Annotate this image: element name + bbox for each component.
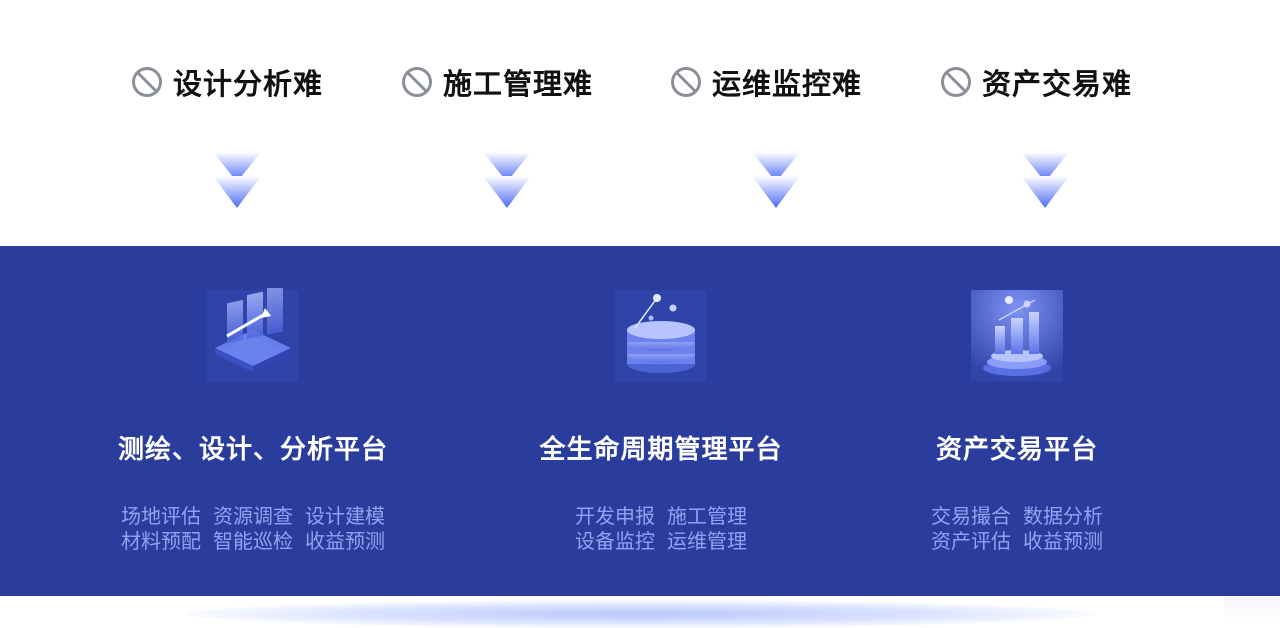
feature-row: 设备监控 运维管理	[575, 529, 747, 554]
feature-item: 交易撮合	[931, 504, 1011, 528]
double-chevron-down-icon	[752, 152, 800, 208]
bottom-glow	[185, 600, 1095, 628]
feature-list: 交易撮合 数据分析 资产评估 收益预测	[807, 504, 1227, 554]
design-layers-icon	[207, 288, 299, 382]
feature-item: 材料预配	[121, 529, 201, 553]
feature-row: 材料预配 智能巡检 收益预测	[121, 529, 385, 554]
problem-label: 资产交易难	[982, 67, 1133, 101]
problem-row: 设计分析难 施工管理难 运维监控难 资产交易难	[0, 0, 1280, 246]
database-stack-icon	[615, 290, 707, 382]
feature-list: 开发申报 施工管理 设备监控 运维管理	[451, 504, 871, 554]
platform-title: 全生命周期管理平台	[539, 435, 783, 465]
feature-item: 开发申报	[575, 504, 655, 528]
problem-design-analysis: 设计分析难	[131, 60, 323, 104]
platform-survey-design-analysis: 测绘、设计、分析平台 场地评估 资源调查 设计建模 材料预配 智能巡检 收益预测	[43, 246, 463, 596]
platform-title: 测绘、设计、分析平台	[117, 435, 388, 465]
feature-item: 运维管理	[667, 529, 747, 553]
feature-item: 资产评估	[931, 529, 1011, 553]
problem-label: 运维监控难	[712, 67, 863, 101]
double-chevron-down-icon	[1021, 152, 1069, 208]
feature-item: 场地评估	[121, 504, 201, 528]
feature-row: 资产评估 收益预测	[931, 529, 1103, 554]
ban-icon	[940, 66, 972, 98]
double-chevron-down-icon	[483, 152, 531, 208]
ban-icon	[401, 66, 433, 98]
feature-row: 开发申报 施工管理	[575, 504, 747, 529]
problem-label: 设计分析难	[173, 67, 324, 101]
feature-list: 场地评估 资源调查 设计建模 材料预配 智能巡检 收益预测	[43, 504, 463, 554]
feature-item: 施工管理	[667, 504, 747, 528]
corner-tab	[1224, 597, 1280, 620]
feature-item: 设备监控	[575, 529, 655, 553]
feature-item: 数据分析	[1023, 504, 1103, 528]
platform-band: 测绘、设计、分析平台 场地评估 资源调查 设计建模 材料预配 智能巡检 收益预测	[0, 246, 1280, 596]
double-chevron-down-icon	[213, 152, 261, 208]
feature-item: 设计建模	[305, 504, 385, 528]
problem-label: 施工管理难	[443, 67, 594, 101]
problem-asset-trading: 资产交易难	[940, 60, 1132, 104]
platform-lifecycle-management: 全生命周期管理平台 开发申报 施工管理 设备监控 运维管理	[451, 246, 871, 596]
problem-construction-management: 施工管理难	[401, 60, 593, 104]
platform-asset-trading: 资产交易平台 交易撮合 数据分析 资产评估 收益预测	[807, 246, 1227, 596]
ban-icon	[670, 66, 702, 98]
bar-chart-pedestal-icon	[971, 290, 1063, 382]
feature-row: 场地评估 资源调查 设计建模	[121, 504, 385, 529]
problem-operation-monitoring: 运维监控难	[670, 60, 862, 104]
feature-item: 收益预测	[1023, 529, 1103, 553]
feature-item: 智能巡检	[213, 529, 293, 553]
feature-row: 交易撮合 数据分析	[931, 504, 1103, 529]
ban-icon	[131, 66, 163, 98]
feature-item: 资源调查	[213, 504, 293, 528]
feature-item: 收益预测	[305, 529, 385, 553]
platform-title: 资产交易平台	[935, 435, 1098, 465]
